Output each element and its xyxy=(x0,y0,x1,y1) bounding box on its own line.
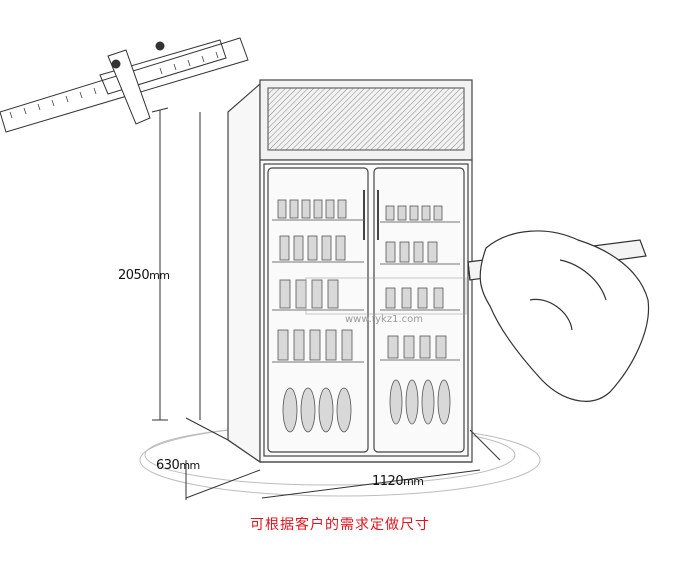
custom-size-caption: 可根据客户的需求定做尺寸 xyxy=(250,517,430,533)
dimension-lines xyxy=(151,107,501,500)
height-value: 2050 xyxy=(118,268,150,283)
width-unit: mm xyxy=(403,475,424,488)
depth-value: 630 xyxy=(156,458,180,473)
width-value: 1120 xyxy=(372,474,404,489)
caliper-ruler-icon xyxy=(0,37,249,133)
depth-dimension-label: 630mm xyxy=(156,458,200,473)
width-dimension-label: 1120mm xyxy=(372,474,424,489)
refrigerator-illustration xyxy=(227,79,473,464)
hand-with-pencil-icon xyxy=(467,230,650,402)
right-door xyxy=(373,167,465,453)
height-dimension-label: 2050mm xyxy=(118,268,170,283)
depth-unit: mm xyxy=(179,459,200,472)
left-door xyxy=(267,167,369,453)
watermark xyxy=(305,277,467,315)
height-unit: mm xyxy=(149,269,170,282)
watermark-text: www.fykz1.com xyxy=(345,314,423,325)
